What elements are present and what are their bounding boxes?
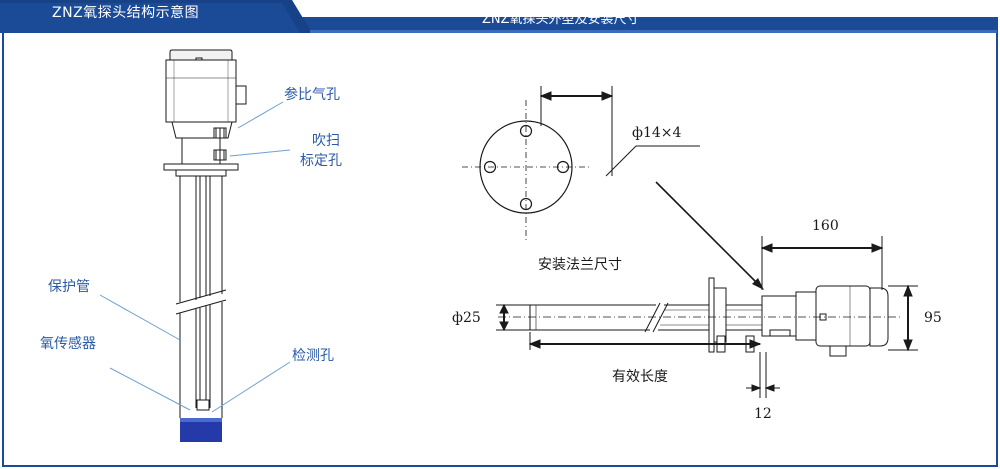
flange-pointer-arrow [655, 181, 764, 290]
right-panel-title: ZNZ氧探头外型及安装尺寸 [482, 12, 640, 27]
left-leader-lines [99, 101, 291, 413]
label-oxygen-sensor: 氧传感器 [40, 336, 96, 352]
left-panel-title: ZNZ氧探头结构示意图 [52, 5, 200, 21]
label-bolt-holes: ф14×4 [632, 125, 682, 141]
header-accent [310, 30, 997, 33]
probe-structure-drawing [163, 49, 247, 418]
label-dim-12: 12 [754, 406, 772, 422]
left-tab-shape [0, 0, 312, 33]
flange-dimension [539, 86, 700, 177]
dimension-12 [746, 352, 780, 398]
outer-border [2, 17, 998, 467]
label-flange-size: 安装法兰尺寸 [538, 257, 622, 273]
dimension-95 [888, 284, 918, 352]
label-dim-phi25: ф25 [452, 310, 481, 326]
dimension-phi25 [496, 303, 530, 332]
label-purge-line2: 标定孔 [300, 153, 342, 169]
dimension-effective-length [528, 332, 762, 350]
dimension-160 [760, 236, 884, 290]
label-detection-hole: 检测孔 [292, 348, 334, 364]
label-protection-tube: 保护管 [48, 279, 90, 295]
label-dim-95: 95 [924, 310, 942, 326]
probe-side-view [529, 277, 889, 357]
flange-centerlines [462, 100, 590, 240]
oxygen-sensor-highlight [180, 418, 222, 422]
label-dim-160: 160 [812, 218, 839, 234]
label-effective-length: 有效长度 [612, 369, 668, 385]
label-reference-hole: 参比气孔 [284, 87, 340, 103]
label-purge-line1: 吹扫 [312, 133, 340, 149]
